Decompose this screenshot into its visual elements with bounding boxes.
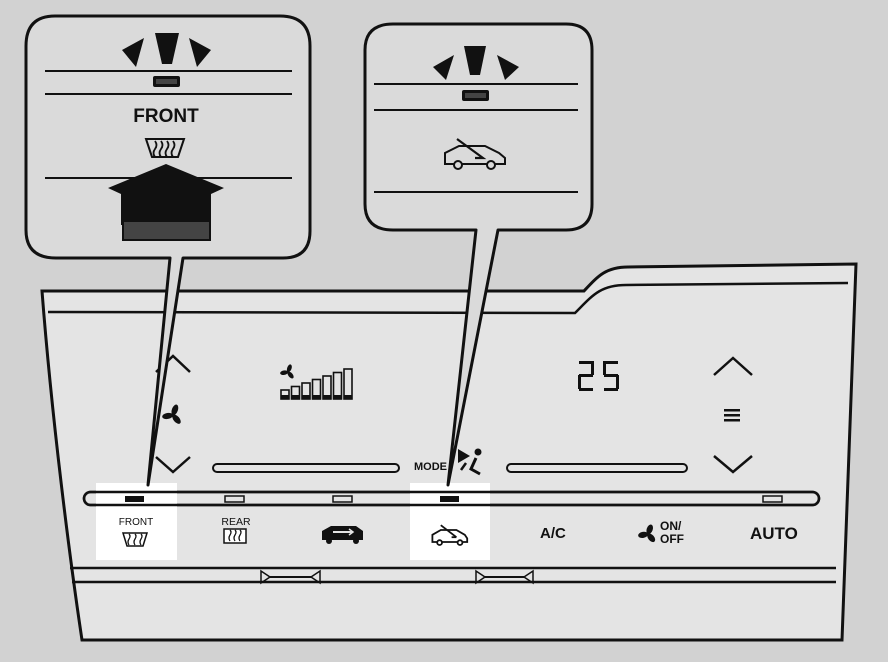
push-arrow-icon (108, 164, 224, 241)
bottom-hinge-right (475, 569, 534, 585)
mode-label[interactable]: MODE (414, 461, 447, 473)
auto-indicator (762, 495, 783, 503)
fan-speed-bar-base (302, 395, 310, 399)
callout-front-defrost-icon (144, 138, 186, 158)
panel-upper-edge (47, 281, 849, 315)
front-defrost-panel-icon (121, 532, 149, 547)
fan-on-off-icon (638, 524, 656, 543)
fan-speed-bar-base (323, 395, 331, 399)
left-slider-bar (212, 463, 400, 473)
recirculation-button-highlight[interactable] (410, 483, 490, 560)
front-defrost-button-highlight[interactable] (96, 483, 177, 560)
temp-up-chevron-icon[interactable] (713, 356, 753, 376)
rear-defrost-indicator (224, 495, 245, 503)
ac-button-label[interactable]: A/C (540, 525, 566, 542)
callout-front-indicator-light-icon (122, 33, 211, 87)
fresh-air-indicator (332, 495, 353, 503)
fan-speed-bar-base (333, 395, 342, 399)
front-defrost-indicator (125, 496, 144, 502)
control-panel (40, 262, 858, 642)
callout-recirculation (363, 22, 594, 487)
rear-defrost-icon (223, 528, 247, 544)
right-slider-bar (506, 463, 688, 473)
fan-off-label[interactable]: OFF (660, 532, 684, 546)
callout-recirc-indicator-light-icon (433, 46, 519, 101)
fan-speed-bar-base (281, 395, 289, 399)
callout-front-defrost (24, 14, 312, 487)
bottom-hinge-left (260, 569, 321, 585)
fan-on-label[interactable]: ON/ (660, 519, 682, 533)
fan-speed-bars-icon (280, 368, 353, 400)
callout-front-label: FRONT (133, 106, 199, 127)
auto-button-label[interactable]: AUTO (750, 524, 798, 543)
recirculation-icon (431, 524, 469, 546)
recirculation-indicator (440, 496, 459, 502)
fan-speed-bar-base (312, 395, 321, 399)
fan-icon (162, 404, 181, 424)
temperature-menu-icon (724, 409, 740, 422)
temperature-display-digits (578, 361, 619, 391)
temp-down-chevron-icon[interactable] (713, 455, 753, 474)
fresh-air-icon (322, 526, 363, 544)
mode-icon (458, 448, 482, 476)
fan-down-chevron-icon[interactable] (155, 456, 191, 474)
callout-air-recirculation-icon (444, 138, 506, 170)
rear-defrost-button-label[interactable]: REAR (221, 516, 251, 528)
fan-speed-bar-base (344, 395, 352, 399)
fan-speed-fan-icon (280, 364, 294, 379)
front-defrost-button-label[interactable]: FRONT (118, 517, 154, 528)
fan-speed-bar-base (291, 395, 300, 399)
